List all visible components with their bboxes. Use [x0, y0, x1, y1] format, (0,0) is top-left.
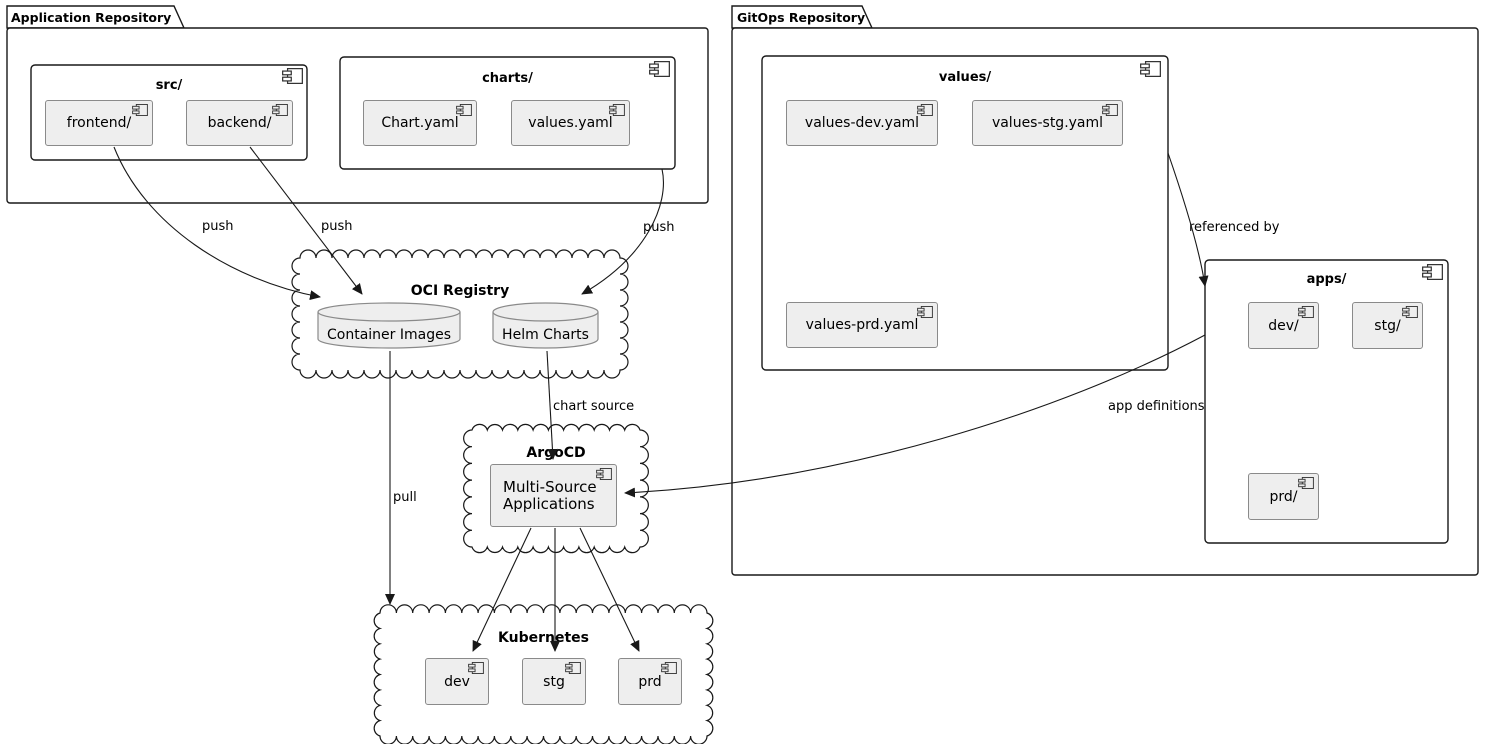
- component-values-stg-label: values-stg.yaml: [991, 115, 1104, 131]
- component-icon: [596, 468, 612, 480]
- helm-charts-cylinder-top: [492, 302, 599, 322]
- component-apps-dev: dev/: [1248, 302, 1319, 349]
- component-frontend: frontend/: [45, 100, 153, 146]
- component-values-dev: values-dev.yaml: [786, 100, 938, 146]
- component-multi-source-applications: Multi-Source Applications: [490, 464, 617, 527]
- edge-label-pull: pull: [393, 490, 417, 505]
- component-icon: [132, 104, 148, 116]
- component-k8s-dev: dev: [425, 658, 489, 705]
- component-values-dev-label: values-dev.yaml: [804, 115, 920, 131]
- edge-app-definitions-apps-to-msa: [624, 334, 1206, 498]
- component-apps-dev-label: dev/: [1268, 317, 1299, 334]
- component-icon: [1298, 306, 1314, 318]
- component-icon: [456, 104, 472, 116]
- values-box-component-icon: [1140, 61, 1161, 77]
- edge-label-push-frontend: push: [202, 219, 234, 234]
- apps-box-component-icon: [1422, 264, 1443, 280]
- oci-registry-cloud: [291, 249, 629, 379]
- app-repository-title: Application Repository: [11, 10, 172, 25]
- component-icon: [272, 104, 288, 116]
- component-icon: [1102, 104, 1118, 116]
- component-values-prd: values-prd.yaml: [786, 302, 938, 348]
- helm-charts-label: Helm Charts: [502, 327, 589, 343]
- component-chart-yaml: Chart.yaml: [363, 100, 477, 146]
- component-k8s-prd: prd: [618, 658, 682, 705]
- component-backend: backend/: [186, 100, 293, 146]
- component-k8s-prd-label: prd: [638, 673, 662, 690]
- oci-registry-title: OCI Registry: [410, 283, 510, 299]
- component-values-yaml: values.yaml: [511, 100, 630, 146]
- component-values-yaml-label: values.yaml: [528, 115, 613, 131]
- component-icon: [565, 662, 581, 674]
- component-icon: [917, 104, 933, 116]
- component-apps-prd-label: prd/: [1269, 488, 1298, 505]
- component-k8s-stg: stg: [522, 658, 586, 705]
- gitops-repository-title: GitOps Repository: [737, 10, 866, 25]
- component-apps-prd: prd/: [1248, 473, 1319, 520]
- component-values-prd-label: values-prd.yaml: [805, 317, 919, 333]
- component-icon: [468, 662, 484, 674]
- component-icon: [1298, 477, 1314, 489]
- edge-label-push-chart: push: [643, 220, 675, 235]
- src-box-component-icon: [282, 68, 303, 84]
- edge-label-push-backend: push: [321, 219, 353, 234]
- edge-label-app-definitions: app definitions: [1108, 399, 1205, 414]
- component-icon: [609, 104, 625, 116]
- component-values-stg: values-stg.yaml: [972, 100, 1123, 146]
- container-images-cylinder-top: [317, 302, 461, 322]
- component-frontend-label: frontend/: [66, 115, 132, 131]
- component-apps-stg: stg/: [1352, 302, 1423, 349]
- edge-label-chart-source: chart source: [553, 399, 635, 414]
- component-backend-label: backend/: [207, 115, 272, 131]
- container-images-label: Container Images: [326, 327, 451, 343]
- component-icon: [661, 662, 677, 674]
- argocd-title: ArgoCD: [526, 445, 586, 461]
- multi-source-applications-label: Multi-Source Applications: [503, 477, 597, 513]
- component-icon: [917, 306, 933, 318]
- component-icon: [1402, 306, 1418, 318]
- charts-box-title: charts/: [482, 71, 533, 86]
- src-box-title: src/: [155, 78, 183, 93]
- values-box-title: values/: [938, 70, 992, 85]
- kubernetes-title: Kubernetes: [498, 630, 589, 646]
- apps-box-title: apps/: [1306, 272, 1347, 287]
- charts-box-component-icon: [649, 61, 670, 77]
- component-k8s-stg-label: stg: [543, 673, 565, 690]
- component-apps-stg-label: stg/: [1374, 317, 1401, 334]
- component-chart-yaml-label: Chart.yaml: [381, 115, 459, 131]
- edge-label-referenced-by: referenced by: [1189, 220, 1280, 235]
- component-k8s-dev-label: dev: [444, 673, 470, 690]
